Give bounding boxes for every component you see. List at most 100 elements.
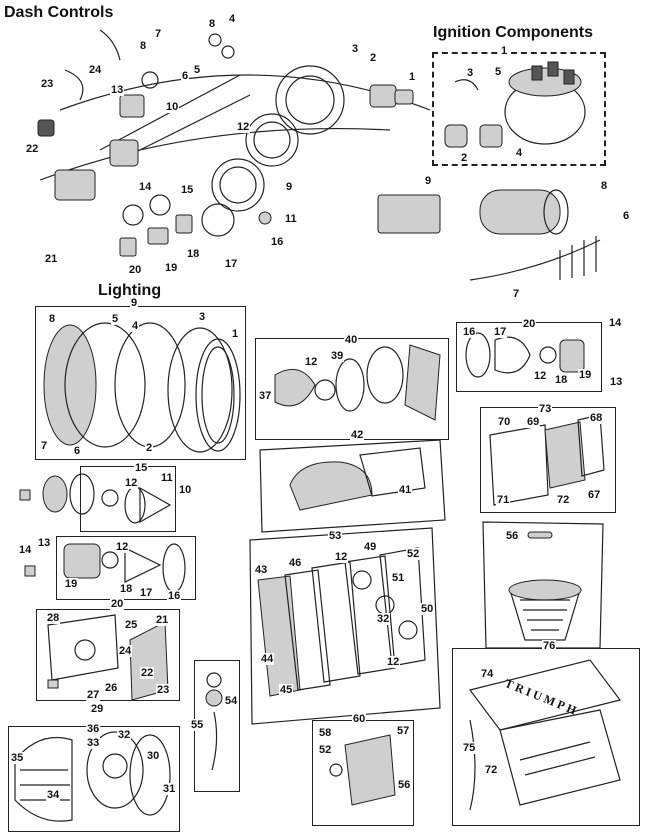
callout-l40-39: 39 [330,350,345,362]
callout-ign-7: 7 [512,288,521,300]
callout-dash-13: 13 [110,84,125,96]
callout-l73-69: 69 [526,416,541,428]
callout-l36-30: 30 [146,750,161,762]
callout-l73-73: 73 [538,403,553,415]
lamp-53-frame [249,527,441,725]
callout-dash-4: 4 [228,13,237,25]
callout-l53-49: 49 [363,541,378,553]
callout-ign-9: 9 [424,175,433,187]
callout-l29-23: 23 [156,684,171,696]
ignition-components-title: Ignition Components [433,24,593,41]
callout-dash-1: 1 [408,71,417,83]
callout-l53-12a: 12 [334,551,349,563]
callout-l36-31: 31 [162,783,177,795]
callout-ign-4: 4 [515,147,524,159]
callout-l53-51: 51 [391,572,406,584]
callout-dash-12: 12 [236,121,251,133]
callout-l60-57: 57 [396,725,411,737]
callout-l20-16: 16 [167,590,182,602]
callout-l15-10: 10 [178,484,193,496]
callout-dash-21: 21 [44,253,59,265]
callout-hl-8: 8 [48,313,57,325]
callout-l15-14: 14 [18,544,33,556]
callout-dash-24: 24 [88,64,103,76]
callout-i55-55: 55 [190,719,205,731]
callout-hl-9: 9 [130,297,139,309]
lighting-title: Lighting [98,282,162,299]
lamp-60-drawing [329,734,396,806]
callout-l60-58: 58 [318,727,333,739]
lamp-56-drawing [508,531,582,641]
callout-hl-2: 2 [145,442,154,454]
callout-dash-15: 15 [180,184,195,196]
lamp-20-right-drawing [465,332,585,378]
callout-l15-11: 11 [160,472,174,484]
callout-hl-4: 4 [131,320,140,332]
callout-r20-14: 14 [608,317,623,329]
callout-l40-37: 37 [258,390,273,402]
callout-dash-3: 3 [351,43,360,55]
callout-l53-43: 43 [254,564,269,576]
callout-r20-16: 16 [462,326,477,338]
callout-l53-45: 45 [279,684,294,696]
callout-dash-10: 10 [165,101,180,113]
callout-l76-74: 74 [480,668,495,680]
callout-l36-33: 33 [86,737,101,749]
callout-l73-71: 71 [496,494,511,506]
callout-r20-17: 17 [493,326,508,338]
callout-l29-26: 26 [104,682,119,694]
callout-l53-50: 50 [420,603,435,615]
callout-l20-17: 17 [139,587,154,599]
callout-hl-5: 5 [111,313,120,325]
callout-ign-2: 2 [460,152,469,164]
callout-l36-35: 35 [10,752,25,764]
callout-r20-20: 20 [522,318,537,330]
callout-l40-40: 40 [344,334,359,346]
callout-l15-13: 13 [37,537,52,549]
callout-r20-18: 18 [554,374,569,386]
callout-dash-23: 23 [40,78,55,90]
callout-l76-72: 72 [484,764,499,776]
callout-dash-16: 16 [270,236,285,248]
callout-l53-46: 46 [288,557,303,569]
callout-dash-5: 5 [193,64,202,76]
callout-l73-68: 68 [589,412,604,424]
lamp-15-box [80,466,176,532]
lamp-15-drawing [19,473,172,577]
callout-l53-52: 52 [406,548,421,560]
callout-l60-60: 60 [352,713,367,725]
callout-ign-3: 3 [466,67,475,79]
callout-l56-56: 56 [505,530,520,542]
callout-l20-18: 18 [119,583,134,595]
callout-r20-13: 13 [609,376,624,388]
callout-ign-5: 5 [494,66,503,78]
callout-l15-12: 12 [124,477,139,489]
callout-i55-54: 54 [224,695,239,707]
callout-l36-32: 32 [117,729,132,741]
lamp-20-box [56,536,196,600]
callout-l29-22: 22 [140,667,155,679]
headlamp-group-box [35,306,246,460]
callout-l20-19: 19 [64,578,79,590]
callout-l73-72: 72 [556,494,571,506]
callout-dash-8a: 8 [208,18,217,30]
callout-hl-1: 1 [231,328,240,340]
callout-hl-6: 6 [73,445,82,457]
item-55-drawing [205,672,223,771]
callout-dash-7: 7 [154,28,163,40]
lamp-40-drawing [274,344,441,421]
callout-l36-34: 34 [46,789,61,801]
lamp-29-box [36,609,180,701]
callout-l42-41: 41 [398,484,413,496]
lamp-42-drawing [289,447,426,511]
dash-controls-title: Dash Controls [4,4,114,21]
callout-ign-6: 6 [622,210,631,222]
callout-hl-7: 7 [40,440,49,452]
callout-l20-12: 12 [115,541,130,553]
callout-r20-19: 19 [578,369,593,381]
callout-dash-20: 20 [128,264,143,276]
callout-dash-9: 9 [285,181,294,193]
callout-l53-32: 32 [376,613,391,625]
callout-l76-75: 75 [462,742,477,754]
